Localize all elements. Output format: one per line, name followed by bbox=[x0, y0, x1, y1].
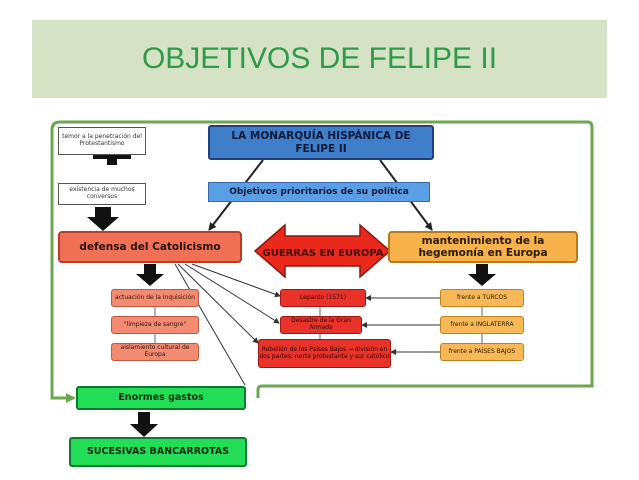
bankruptcies-box: SUCESIVAS BANCARROTAS bbox=[69, 437, 247, 467]
england-box: frente a INGLATERRA bbox=[440, 316, 524, 334]
expenses-box: Enormes gastos bbox=[76, 386, 246, 410]
blood-purity-box: "limpieza de sangre" bbox=[111, 316, 199, 334]
netherlands-box: Rebelión de los Países Bajos → división … bbox=[258, 339, 391, 368]
lepanto-box: Lepanto (1571) bbox=[280, 289, 366, 307]
objectives-bar: Objetivos prioritarios de su política bbox=[208, 182, 430, 202]
monarchy-box: LA MONARQUÍA HISPÁNICA DE FELIPE II bbox=[208, 125, 434, 160]
defense-box: defensa del Catolicismo bbox=[58, 231, 242, 263]
down-arrow-4 bbox=[130, 412, 158, 437]
down-arrow-2 bbox=[136, 264, 164, 286]
converts-box: existencia de muchos conversos bbox=[58, 183, 146, 205]
lowlands-box: frente a PAÍSES BAJOS bbox=[440, 343, 524, 361]
down-arrow-3 bbox=[468, 264, 496, 286]
fear-box: temor a la penetración del Protestantism… bbox=[58, 127, 146, 155]
armada-box: Desastre de la Gran Armada bbox=[280, 316, 362, 334]
green-frame bbox=[60, 120, 594, 398]
down-arrow-1 bbox=[87, 207, 119, 231]
slide-title: OBJETIVOS DE FELIPE II bbox=[141, 42, 498, 75]
turks-box: frente a TURCOS bbox=[440, 289, 524, 307]
green-frame-left bbox=[50, 120, 76, 403]
inquisition-box: actuación de la Inquisición bbox=[111, 289, 199, 307]
hegemony-box: mantenimiento de la hegemonía en Europa bbox=[388, 231, 578, 263]
title-band bbox=[32, 20, 607, 98]
cultural-isolation-box: aislamiento cultural de Europa bbox=[111, 343, 199, 361]
wars-label: GUERRAS EN EUROPA bbox=[262, 248, 384, 260]
